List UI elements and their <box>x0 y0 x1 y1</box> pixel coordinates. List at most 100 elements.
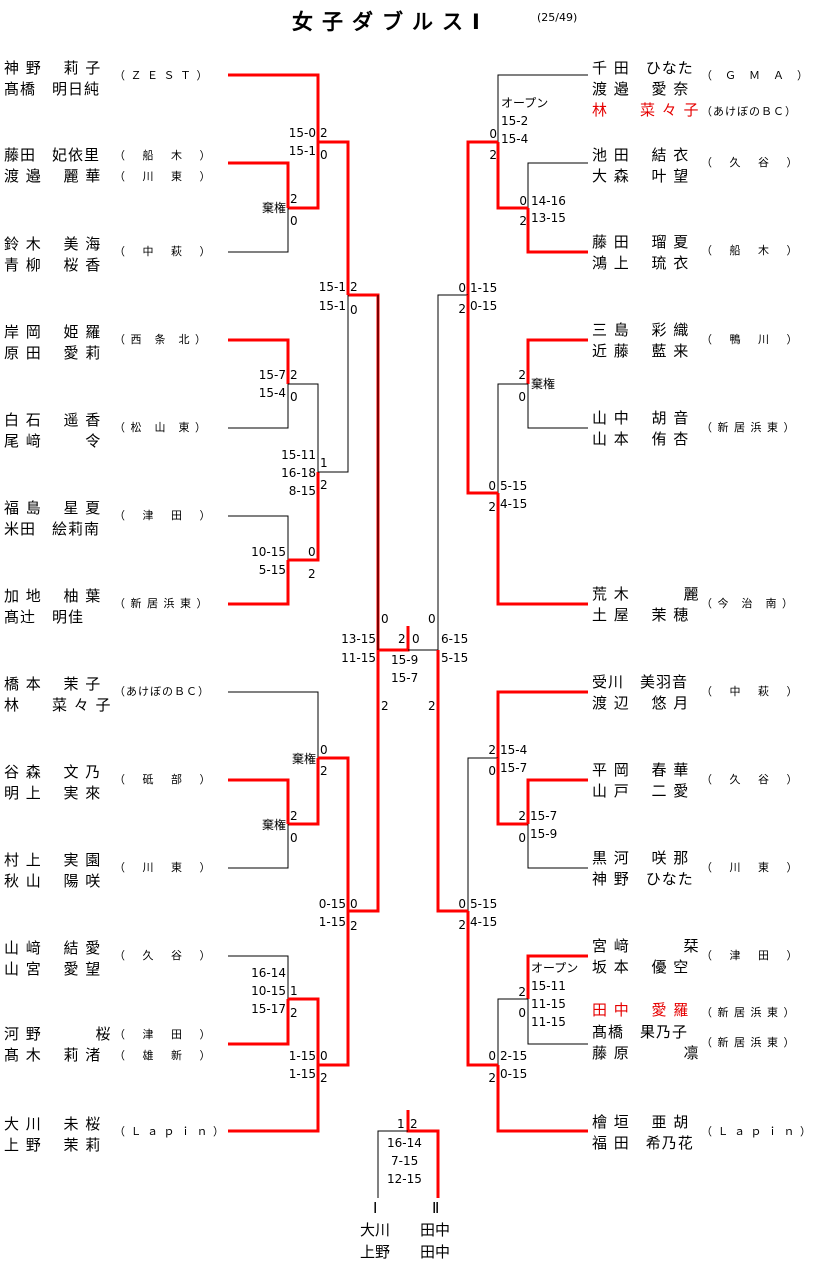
winner-path <box>318 756 350 911</box>
set-score: 0 <box>488 1049 496 1063</box>
set-score: 0 <box>519 194 527 208</box>
player-name: 福 田 希乃花 <box>592 1134 694 1152</box>
bracket-line <box>288 383 319 472</box>
club-name: （あけぼのＢＣ） <box>701 105 797 118</box>
walkover-note: 棄権 <box>261 818 286 832</box>
player-name: 髙橋 果乃子 <box>592 1023 689 1041</box>
set-score: 0 <box>290 831 298 845</box>
set-score: 2 <box>518 368 526 382</box>
set-score: 0 <box>412 632 420 646</box>
game-score: 15-1 <box>318 299 346 313</box>
player-name: 上 野 茉 莉 <box>4 1136 102 1154</box>
club-name: （ 津 田 ） <box>114 1028 212 1041</box>
club-name: （あけぼのＢＣ） <box>114 685 210 698</box>
player-name: 加 地 柚 葉 <box>4 587 102 605</box>
player-name: 河 野 桜 <box>4 1025 112 1043</box>
game-score: 15-4 <box>258 386 286 400</box>
winner-path <box>526 208 588 254</box>
player-name: 青 柳 桜 香 <box>4 256 102 274</box>
set-score: 2 <box>518 809 526 823</box>
set-score: 0 <box>350 897 358 911</box>
set-score: 0 <box>320 148 328 162</box>
open-note: オープン <box>531 961 579 975</box>
game-score: 15-9 <box>530 827 558 841</box>
winner-path <box>288 758 320 826</box>
player-name: 橋 本 茉 子 <box>4 675 102 693</box>
set-score: 2 <box>398 632 406 646</box>
game-score: 1-15 <box>470 281 498 295</box>
set-score: 0 <box>381 612 389 626</box>
player-name: 林 菜 々 子 <box>4 696 112 714</box>
game-score: 6-15 <box>441 632 469 646</box>
game-score: 12-15 <box>387 1172 422 1186</box>
player-name: 山 戸 二 愛 <box>592 782 690 800</box>
player-name: 米田 絵莉南 <box>4 520 101 538</box>
club-name: （ 久 谷 ） <box>114 949 212 962</box>
set-score: 0 <box>350 303 358 317</box>
player-name: 千 田 ひなた <box>592 59 694 77</box>
game-score: 11-15 <box>341 651 376 665</box>
game-score: 13-15 <box>341 632 376 646</box>
club-name: （ 久 谷 ） <box>701 156 799 169</box>
game-score: 15-7 <box>258 368 286 382</box>
set-score: 0 <box>458 281 466 295</box>
winner-path <box>466 295 498 495</box>
player-name: 山 本 侑 杏 <box>592 430 690 448</box>
game-score: 15-4 <box>500 743 528 757</box>
set-score: 1 <box>397 1117 405 1131</box>
game-score: 1-15 <box>288 1067 316 1081</box>
game-score: 15-1 <box>288 144 316 158</box>
player-name: 村 上 実 園 <box>4 851 102 869</box>
game-score: 14-16 <box>531 194 566 208</box>
player-name: 近 藤 藍 来 <box>592 342 690 360</box>
set-score: 2 <box>290 1006 298 1020</box>
winner-path <box>348 293 380 650</box>
player-name: 荒 木 麗 <box>592 585 700 603</box>
player-name: 鴻 上 琉 衣 <box>592 254 690 272</box>
player-name: 土 屋 茉 穂 <box>592 606 690 624</box>
game-score: 7-15 <box>391 1154 419 1168</box>
walkover-note: 棄権 <box>261 201 286 215</box>
game-score: 15-1 <box>318 280 346 294</box>
bracket-line <box>467 757 498 911</box>
open-note: オープン <box>501 96 549 110</box>
player-name: 山 宮 愛 望 <box>4 960 102 978</box>
bracket-line <box>228 208 289 253</box>
playoff-name: 大川 <box>360 1221 391 1239</box>
player-name: 宮 﨑 栞 <box>592 937 700 955</box>
winner-path <box>526 338 588 384</box>
set-score: 2 <box>350 919 358 933</box>
player-name: 平 岡 春 華 <box>592 761 690 779</box>
club-name: （ Ｇ Ｍ Ａ ） <box>701 69 809 82</box>
winner-path <box>288 997 320 1065</box>
bracket-line <box>437 294 468 650</box>
set-score: 0 <box>458 897 466 911</box>
walkover-note: 棄権 <box>291 752 316 766</box>
bracket-line <box>228 824 289 869</box>
player-name: 渡 辺 悠 月 <box>592 694 690 712</box>
set-score: 2 <box>488 500 496 514</box>
club-name: （ 川 東 ） <box>114 861 212 874</box>
winner-path <box>228 560 290 606</box>
game-score: 13-15 <box>531 211 566 225</box>
game-score: 15-9 <box>391 653 419 667</box>
bracket-line <box>228 515 289 560</box>
set-score: 2 <box>428 699 436 713</box>
player-name: 白 石 遥 香 <box>4 411 102 429</box>
club-name: （ 松 山 東 ） <box>114 421 207 434</box>
set-score: 1 <box>290 984 298 998</box>
club-name: （ 西 条 北 ） <box>114 333 207 346</box>
club-name: （ 津 田 ） <box>701 949 799 962</box>
bracket-line <box>377 1130 408 1198</box>
player-name: 渡 邉 愛 奈 <box>592 80 690 98</box>
game-score: 10-15 <box>251 545 286 559</box>
game-score: 4-15 <box>470 915 498 929</box>
set-score: 2 <box>488 1071 496 1085</box>
winner-path <box>406 1110 440 1198</box>
bracket-line <box>497 74 588 142</box>
bracket-line <box>228 384 289 429</box>
set-score: 0 <box>290 390 298 404</box>
club-name: （ 久 谷 ） <box>701 773 799 786</box>
player-name-highlighted: 田 中 愛 羅 <box>592 1001 690 1019</box>
player-name-highlighted: 林 菜 々 子 <box>592 101 700 119</box>
